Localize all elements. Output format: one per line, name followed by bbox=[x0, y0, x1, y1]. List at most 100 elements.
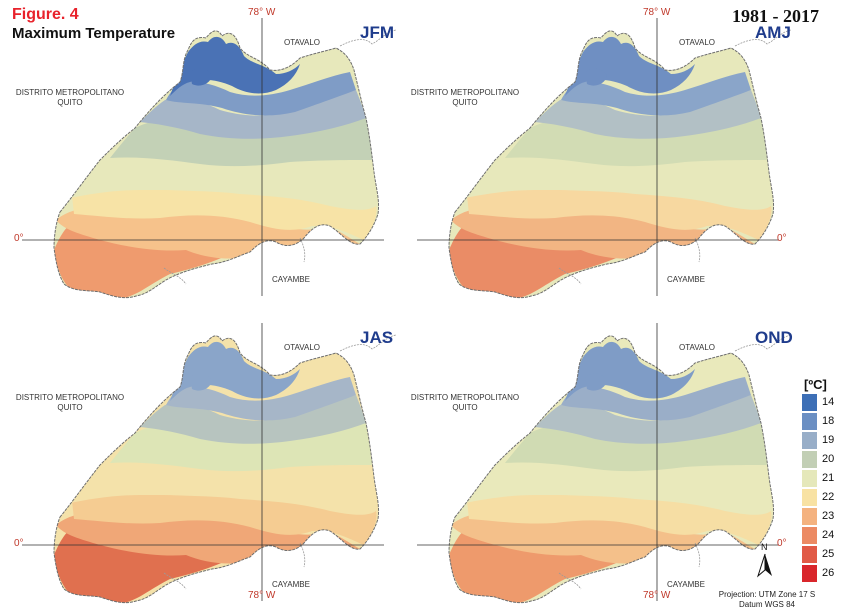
temperature-zone-21 bbox=[70, 456, 377, 512]
legend-value: 21 bbox=[822, 472, 835, 484]
legend-item: 21 bbox=[802, 470, 850, 488]
region-boundary bbox=[53, 30, 379, 299]
legend-value: 22 bbox=[822, 491, 835, 503]
season-label: JAS bbox=[360, 328, 394, 347]
temperature-zone-22 bbox=[72, 492, 377, 545]
longitude-label: 78° W bbox=[643, 7, 671, 18]
river-line bbox=[694, 237, 701, 263]
temperature-zone-18 bbox=[166, 377, 356, 421]
legend-item: 22 bbox=[802, 489, 850, 507]
lake-shape bbox=[190, 68, 212, 86]
latitude-label: 0° bbox=[14, 538, 24, 549]
river-line bbox=[558, 572, 582, 590]
map-panel-jas: JAS 78° W 0° DISTRITO METROPOLITANO QUITO OT… bbox=[0, 305, 400, 610]
legend-value: 18 bbox=[822, 415, 835, 427]
legend-value: 20 bbox=[822, 453, 835, 465]
figure-title: Maximum Temperature bbox=[12, 25, 176, 42]
legend-swatch bbox=[802, 470, 817, 487]
region-boundary bbox=[448, 335, 774, 604]
place-label-cayambe: CAYAMBE bbox=[667, 275, 705, 284]
legend-item: 25 bbox=[802, 546, 850, 564]
season-label: JFM bbox=[360, 23, 394, 42]
temperature-zone-21 bbox=[465, 456, 772, 512]
region-boundary bbox=[53, 335, 379, 604]
season-label: OND bbox=[755, 328, 793, 347]
temperature-zone-22 bbox=[467, 187, 772, 240]
temperature-zone-14 bbox=[170, 341, 300, 401]
place-label-quito: DISTRITO METROPOLITANO QUITO bbox=[15, 88, 125, 107]
north-label: N bbox=[761, 542, 768, 552]
legend-value: 19 bbox=[822, 434, 835, 446]
north-arrow-icon bbox=[756, 553, 772, 578]
legend-swatch bbox=[802, 489, 817, 506]
temperature-zone-18 bbox=[166, 72, 356, 116]
place-label-cayambe: CAYAMBE bbox=[667, 580, 705, 589]
legend-item: 19 bbox=[802, 432, 850, 450]
river-line bbox=[339, 29, 397, 47]
legend-unit: [ºC] bbox=[804, 377, 827, 392]
legend-value: 14 bbox=[822, 396, 835, 408]
lake-shape bbox=[585, 68, 607, 86]
temperature-zone-21 bbox=[465, 151, 772, 207]
legend-item: 18 bbox=[802, 413, 850, 431]
legend-value: 26 bbox=[822, 567, 835, 579]
temperature-zone-18 bbox=[561, 72, 751, 116]
river-line bbox=[339, 334, 397, 352]
longitude-label: 78° W bbox=[248, 7, 276, 18]
longitude-label: 78° W bbox=[248, 590, 276, 601]
lake-shape bbox=[190, 373, 212, 391]
place-label-cayambe: CAYAMBE bbox=[272, 275, 310, 284]
river-line bbox=[163, 572, 187, 590]
place-label-quito: DISTRITO METROPOLITANO QUITO bbox=[410, 88, 520, 107]
temperature-zone-22 bbox=[467, 492, 772, 545]
river-line bbox=[694, 542, 701, 568]
river-line bbox=[299, 542, 306, 568]
map-panel-ond: OND 78° W 0° DISTRITO METROPOLITANO QUITO OT… bbox=[395, 305, 795, 610]
figure-label: Figure. 4 bbox=[12, 6, 79, 23]
legend-swatch bbox=[802, 546, 817, 563]
place-label-otavalo: OTAVALO bbox=[679, 38, 716, 47]
temperature-zone-21 bbox=[70, 151, 377, 207]
legend-swatch bbox=[802, 565, 817, 582]
region-boundary bbox=[448, 30, 774, 299]
river-line bbox=[734, 334, 792, 352]
latitude-label: 0° bbox=[777, 538, 787, 549]
legend-value: 24 bbox=[822, 529, 835, 541]
place-label-otavalo: OTAVALO bbox=[284, 38, 321, 47]
legend-item: 23 bbox=[802, 508, 850, 526]
latitude-label: 0° bbox=[14, 233, 24, 244]
temperature-zone-14 bbox=[565, 36, 695, 96]
legend-item: 26 bbox=[802, 565, 850, 583]
legend-swatch bbox=[802, 394, 817, 411]
legend-value: 23 bbox=[822, 510, 835, 522]
projection-note: Projection: UTM Zone 17 S Datum WGS 84 bbox=[718, 590, 816, 609]
lake-shape bbox=[585, 373, 607, 391]
temperature-zone-14 bbox=[170, 36, 300, 96]
temperature-map bbox=[22, 323, 397, 604]
place-label-otavalo: OTAVALO bbox=[679, 343, 716, 352]
place-label-quito: DISTRITO METROPOLITANO QUITO bbox=[410, 393, 520, 412]
temperature-zone-18 bbox=[561, 377, 751, 421]
legend-swatch bbox=[802, 413, 817, 430]
temperature-map bbox=[417, 18, 792, 299]
season-label: AMJ bbox=[755, 23, 791, 42]
legend-swatch bbox=[802, 451, 817, 468]
place-label-otavalo: OTAVALO bbox=[284, 343, 321, 352]
river-line bbox=[734, 29, 792, 47]
period-label: 1981 - 2017 bbox=[732, 6, 819, 26]
river-line bbox=[163, 267, 187, 285]
river-line bbox=[558, 267, 582, 285]
legend-item: 24 bbox=[802, 527, 850, 545]
temperature-zone-14 bbox=[565, 341, 695, 401]
legend-item: 20 bbox=[802, 451, 850, 469]
temperature-map bbox=[22, 18, 397, 299]
legend-swatch bbox=[802, 508, 817, 525]
longitude-label: 78° W bbox=[643, 590, 671, 601]
place-label-quito: DISTRITO METROPOLITANO QUITO bbox=[15, 393, 125, 412]
legend-swatch bbox=[802, 432, 817, 449]
river-line bbox=[299, 237, 306, 263]
latitude-label: 0° bbox=[777, 233, 787, 244]
temperature-map bbox=[417, 323, 792, 604]
map-panel-amj: AMJ 78° W 0° DISTRITO METROPOLITANO QUITO OT… bbox=[395, 0, 795, 305]
legend-item: 14 bbox=[802, 394, 850, 412]
